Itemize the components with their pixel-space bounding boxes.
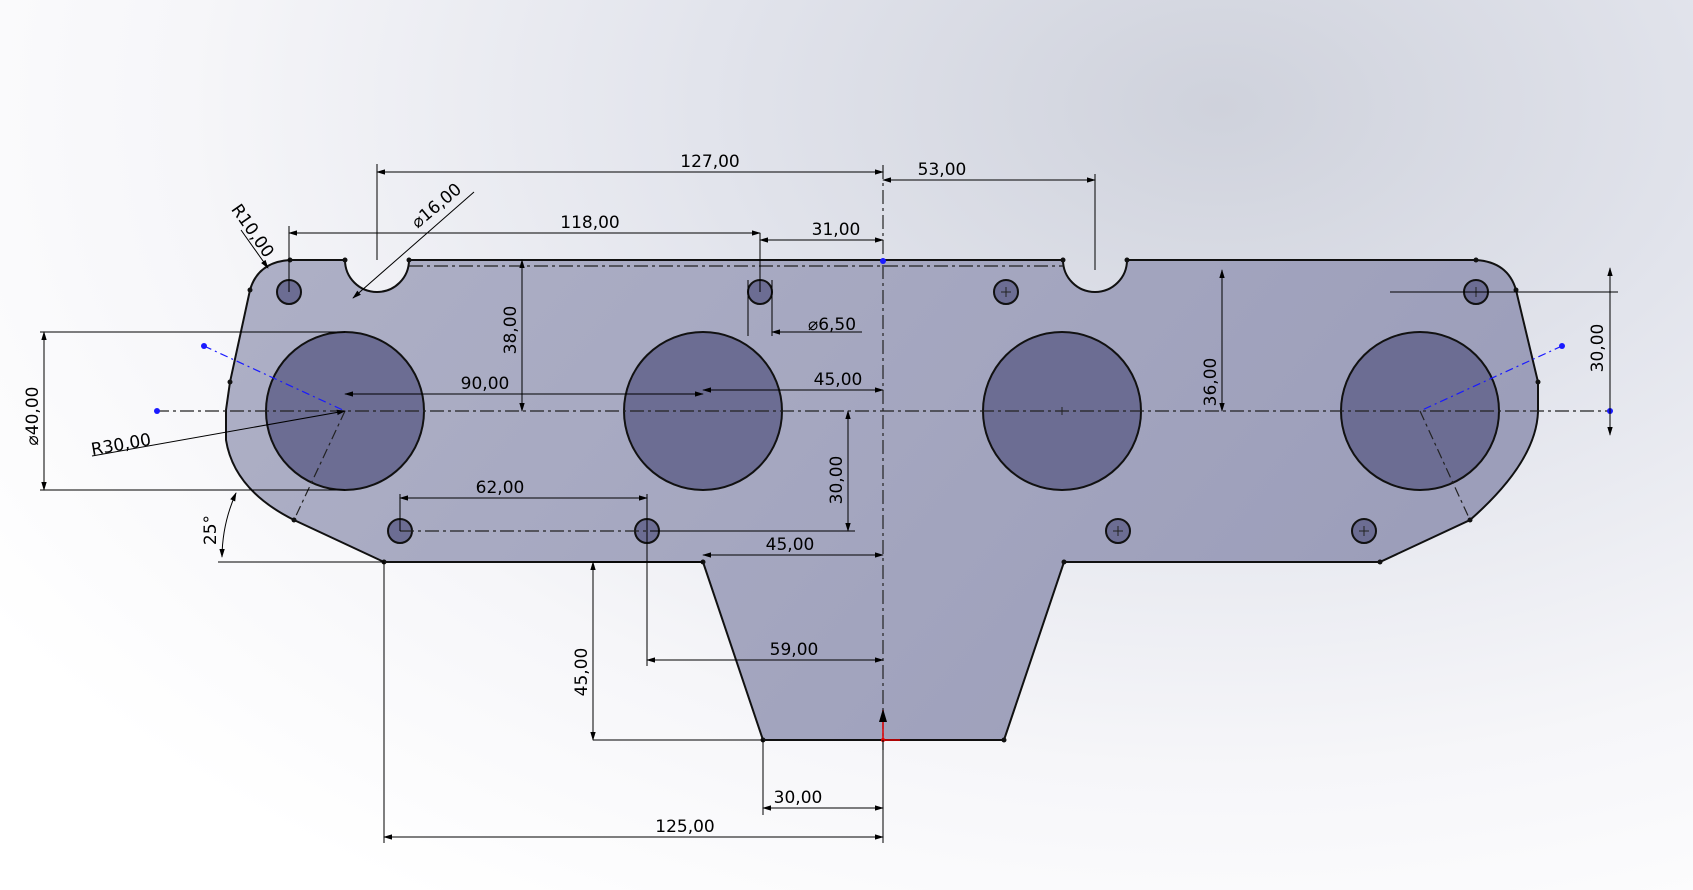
dim-30-right[interactable]: 30,00 xyxy=(1588,324,1608,373)
dim-118[interactable]: 118,00 xyxy=(560,213,619,233)
dim-30-bottom[interactable]: 30,00 xyxy=(774,788,823,808)
dim-53[interactable]: 53,00 xyxy=(918,160,967,180)
dim-45-bottom[interactable]: 45,00 xyxy=(766,535,815,555)
dim-r10[interactable]: R10,00 xyxy=(227,201,278,262)
centerlines xyxy=(155,165,1612,750)
dim-36[interactable]: 36,00 xyxy=(1201,358,1221,407)
radial-dashed xyxy=(293,410,1471,521)
sketch-points xyxy=(227,257,1541,743)
dim-127[interactable]: 127,00 xyxy=(680,152,739,172)
dim-25-deg[interactable]: 25° xyxy=(201,515,221,545)
dim-90[interactable]: 90,00 xyxy=(461,374,510,394)
part-profile[interactable] xyxy=(225,259,1539,741)
dim-45-top[interactable]: 45,00 xyxy=(814,370,863,390)
dim-38[interactable]: 38,00 xyxy=(501,306,521,355)
dim-r30[interactable]: R30,00 xyxy=(90,430,153,460)
dim-31[interactable]: 31,00 xyxy=(812,220,861,240)
dim-dia-6-5[interactable]: ⌀6,50 xyxy=(808,315,856,335)
dim-59[interactable]: 59,00 xyxy=(770,640,819,660)
construction-lines xyxy=(203,345,1563,412)
dim-125[interactable]: 125,00 xyxy=(655,817,714,837)
dim-dia-40[interactable]: ⌀40,00 xyxy=(23,387,43,446)
dimension-lines xyxy=(40,164,1618,843)
dim-62[interactable]: 62,00 xyxy=(476,478,525,498)
dim-45-vertical[interactable]: 45,00 xyxy=(572,648,592,697)
dim-30-mid[interactable]: 30,00 xyxy=(827,456,847,505)
